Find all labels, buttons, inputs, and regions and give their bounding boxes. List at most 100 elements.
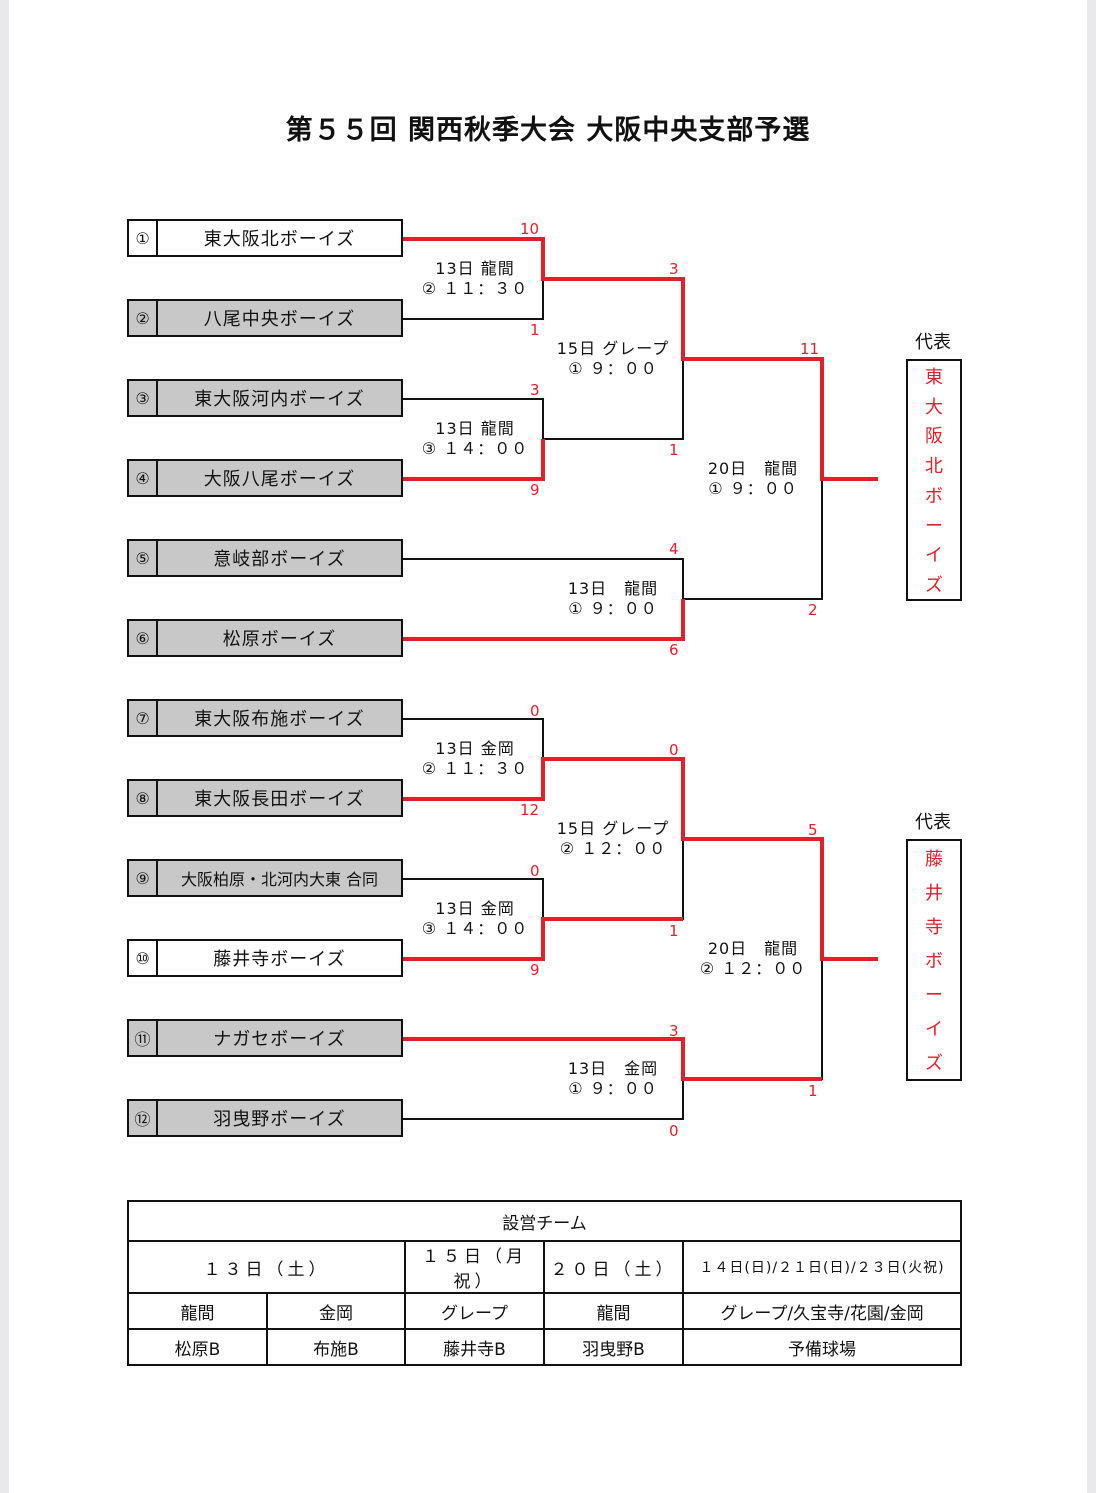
team-slot-4: ④ 大阪八尾ボーイズ [127,459,403,497]
seed-number: ③ [129,381,158,415]
team-slot-1: ① 東大阪北ボーイズ [127,219,403,257]
score: 0 [530,862,540,880]
winner-line [403,1037,822,1081]
score: 1 [669,441,679,459]
team-name: 大阪八尾ボーイズ [203,469,356,490]
team-slot-5: ⑤ 意岐部ボーイズ [127,539,403,577]
score: 11 [800,340,820,358]
bracket-line [543,359,684,440]
seed-number: ④ [129,461,158,495]
team-name: 大阪柏原・北河内大東 合同 [180,870,379,889]
score: 0 [669,741,679,759]
bracket-line [403,398,544,439]
staff-team: 松原B [127,1328,268,1366]
staff-team: 布施B [266,1328,406,1366]
score: 3 [669,260,679,278]
team-name: 松原ボーイズ [222,629,337,650]
team-slot-12: ⑫ 羽曳野ボーイズ [127,1099,403,1137]
team-slot-9: ⑨ 大阪柏原・北河内大東 合同 [127,859,403,897]
seed-number: ⑧ [129,781,158,815]
staff-table: 設営チーム １３日（土） １５日（月祝） ２０日（土） １４日(日)/２１日(日… [127,1200,962,1366]
staff-day: ２０日（土） [543,1240,684,1294]
seed-number: ⑤ [129,541,158,575]
team-name: 東大阪北ボーイズ [203,229,356,250]
staff-venue: 龍間 [127,1292,268,1330]
staff-header: 設営チーム [127,1200,962,1242]
team-slot-8: ⑧ 東大阪長田ボーイズ [127,779,403,817]
seed-number: ② [129,301,158,335]
score: 0 [530,702,540,720]
representative-box: 東 大 阪 北 ボ ー イ ズ [906,359,962,601]
team-slot-11: ⑪ ナガセボーイズ [127,1019,403,1057]
team-slot-3: ③ 東大阪河内ボーイズ [127,379,403,417]
score: 5 [808,821,818,839]
bracket-line [403,718,544,759]
staff-team: 藤井寺B [404,1328,545,1366]
seed-number: ⑫ [129,1101,158,1135]
bracket-line [683,479,823,600]
staff-venue: グレープ [404,1292,545,1330]
team-name: ナガセボーイズ [213,1029,346,1050]
team-slot-10: ⑩ 藤井寺ボーイズ [127,939,403,977]
seed-number: ① [129,221,158,255]
bracket-line [403,558,684,599]
score: 9 [530,481,540,499]
seed-number: ⑦ [129,701,158,735]
staff-venue: 金岡 [266,1292,406,1330]
staff-team: 羽曳野B [543,1328,684,1366]
score: 3 [530,381,540,399]
score: 1 [808,1082,818,1100]
seed-number: ⑪ [129,1021,158,1055]
staff-day: １５日（月祝） [404,1240,545,1294]
score: 2 [808,601,818,619]
score: 0 [669,1122,679,1140]
representative-box: 藤 井 寺 ボ ー イ ズ [906,839,962,1081]
staff-team: 予備球場 [682,1328,962,1366]
bracket-line [403,279,544,320]
score: 9 [530,961,540,979]
page-title: 第５５回 関西秋季大会 大阪中央支部予選 [285,115,811,146]
team-name: 東大阪長田ボーイズ [194,789,365,810]
winner-line [403,917,683,961]
team-name: 東大阪布施ボーイズ [194,709,365,730]
team-name: 藤井寺ボーイズ [213,949,346,970]
seed-number: ⑩ [129,941,158,975]
score: 12 [520,801,540,819]
winner-line [403,439,545,481]
seed-number: ⑨ [129,861,158,895]
representative-label: 代表 [915,332,951,353]
seed-number: ⑥ [129,621,158,655]
winner-line [403,237,878,481]
bracket-line [403,1079,684,1120]
score: 3 [669,1022,679,1040]
score: 1 [669,922,679,940]
staff-venue: 龍間 [543,1292,684,1330]
winner-line [403,599,685,641]
score: 6 [669,641,679,659]
staff-day: １３日（土） [127,1240,406,1294]
score: 4 [669,540,679,558]
team-name: 意岐部ボーイズ [213,549,346,570]
bracket-line [403,878,544,919]
team-slot-6: ⑥ 松原ボーイズ [127,619,403,657]
score: 1 [530,321,540,339]
team-slot-7: ⑦ 東大阪布施ボーイズ [127,699,403,737]
representative-label: 代表 [915,812,951,833]
team-name: 東大阪河内ボーイズ [194,389,365,410]
winner-line [403,757,878,961]
team-name: 羽曳野ボーイズ [213,1109,346,1130]
staff-day: １４日(日)/２１日(日)/２３日(火祝) [682,1240,962,1294]
staff-venue: グレープ/久宝寺/花園/金岡 [682,1292,962,1330]
